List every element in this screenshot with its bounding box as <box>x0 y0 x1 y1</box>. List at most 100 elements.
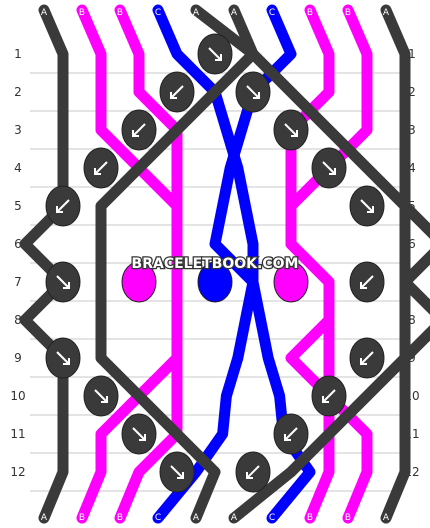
arrow-head-icon <box>215 54 222 61</box>
row-label-right: 3 <box>408 123 416 137</box>
thread-A <box>380 4 430 524</box>
arrow-head-icon <box>139 434 146 441</box>
arrow-icon <box>246 465 260 479</box>
knot <box>197 261 233 303</box>
string-label: B <box>307 513 313 523</box>
thread-A <box>95 4 259 524</box>
knot <box>121 261 157 303</box>
knot <box>273 261 309 303</box>
arrow-icon <box>170 85 184 99</box>
knot <box>197 33 233 75</box>
arrow-icon <box>94 389 108 403</box>
string-label: B <box>117 8 123 18</box>
knot <box>45 337 81 379</box>
arrow-icon <box>246 85 260 99</box>
arrow-icon <box>132 427 146 441</box>
row-label-right: 2 <box>408 85 416 99</box>
arrow-head-icon <box>246 472 253 479</box>
row-label-left: 10 <box>10 389 25 403</box>
knot <box>159 71 195 113</box>
knot <box>311 375 347 417</box>
arrow-head-icon <box>132 130 139 137</box>
string-label: B <box>79 8 85 18</box>
string-label: B <box>117 513 123 523</box>
string-label: A <box>383 8 390 18</box>
string-label: B <box>307 8 313 18</box>
arrow-icon <box>284 123 298 137</box>
arrow-icon <box>132 123 146 137</box>
arrow-head-icon <box>360 282 367 289</box>
arrow-icon <box>56 351 70 365</box>
arrow-head-icon <box>291 130 298 137</box>
arrow-icon <box>360 275 374 289</box>
arrow-icon <box>284 427 298 441</box>
knot <box>45 261 81 303</box>
knot <box>273 413 309 455</box>
string-label: A <box>231 8 238 18</box>
arrow-head-icon <box>170 92 177 99</box>
string-label: C <box>269 513 275 523</box>
row-label-left: 8 <box>14 313 22 327</box>
string-label: C <box>155 513 161 523</box>
thread-A <box>190 4 411 524</box>
arrow-head-icon <box>63 282 70 289</box>
thread-C <box>152 4 259 524</box>
row-label-left: 12 <box>10 465 25 479</box>
arrow-icon <box>360 351 374 365</box>
watermark-text: BRACELETBOOK.COM <box>132 256 299 272</box>
row-label-left: 5 <box>14 199 22 213</box>
string-label: B <box>345 8 351 18</box>
row-label-left: 11 <box>10 427 25 441</box>
row-label-left: 9 <box>14 351 22 365</box>
arrow-head-icon <box>253 92 260 99</box>
string-label: B <box>345 513 351 523</box>
arrow-head-icon <box>367 206 374 213</box>
arrow-head-icon <box>101 396 108 403</box>
thread-A <box>19 4 69 524</box>
knot <box>349 261 385 303</box>
string-label: A <box>41 8 48 18</box>
row-label-left: 4 <box>14 161 22 175</box>
knot <box>121 413 157 455</box>
knot <box>45 185 81 227</box>
knot <box>349 185 385 227</box>
arrow-icon <box>322 161 336 175</box>
arrow-icon <box>322 389 336 403</box>
knot <box>83 147 119 189</box>
arrow-icon <box>94 161 108 175</box>
knot <box>273 109 309 151</box>
arrow-head-icon <box>360 358 367 365</box>
arrow-head-icon <box>284 434 291 441</box>
knot <box>349 337 385 379</box>
string-label: A <box>383 513 390 523</box>
row-label-left: 1 <box>14 47 22 61</box>
arrow-head-icon <box>329 168 336 175</box>
string-label: A <box>41 513 48 523</box>
arrow-icon <box>56 275 70 289</box>
knot-body <box>121 261 157 303</box>
thread-B <box>285 4 373 524</box>
arrow-head-icon <box>322 396 329 403</box>
arrow-icon <box>360 199 374 213</box>
knot-body <box>273 261 309 303</box>
string-label: A <box>231 513 238 523</box>
arrow-head-icon <box>177 472 184 479</box>
knot <box>311 147 347 189</box>
row-label-right: 4 <box>408 161 416 175</box>
string-label: B <box>79 513 85 523</box>
string-label: A <box>193 8 200 18</box>
arrow-head-icon <box>63 358 70 365</box>
string-label: C <box>269 8 275 18</box>
row-label-right: 1 <box>408 47 416 61</box>
row-label-left: 7 <box>14 275 22 289</box>
knot-body <box>197 261 233 303</box>
row-label-left: 2 <box>14 85 22 99</box>
row-label-right: 6 <box>408 237 416 251</box>
arrow-head-icon <box>94 168 101 175</box>
arrow-icon <box>170 465 184 479</box>
knot <box>121 109 157 151</box>
knot <box>235 71 271 113</box>
arrow-icon <box>208 47 222 61</box>
string-label: A <box>193 513 200 523</box>
